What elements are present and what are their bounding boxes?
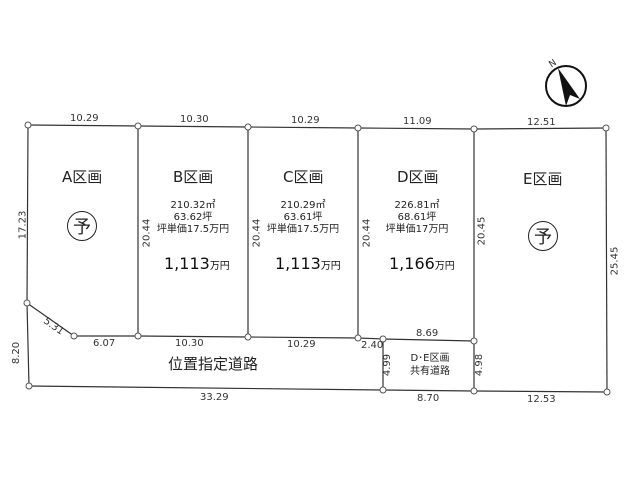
dim-bottom-e: 12.53 xyxy=(527,394,556,405)
lot-d-title: D区画 xyxy=(397,168,439,186)
dim-top-d: 11.09 xyxy=(403,116,432,127)
lot-b-price: 1,113万円 xyxy=(164,254,230,273)
lot-b-info: 210.32㎡ 63.62坪 坪単価17.5万円 xyxy=(148,200,238,236)
lot-b-title: B区画 xyxy=(173,168,214,186)
lot-b-area-m2: 210.32㎡ xyxy=(170,200,216,211)
dim-right-e: 25.45 xyxy=(609,246,621,276)
lot-e-title: E区画 xyxy=(523,170,563,188)
lot-c-area-tsubo: 63.61坪 xyxy=(283,212,323,223)
lot-d-info: 226.81㎡ 68.61坪 坪単価17万円 xyxy=(372,200,462,236)
dim-road-bottom: 33.29 xyxy=(200,392,229,403)
lot-d-price: 1,166万円 xyxy=(389,254,455,273)
dim-bottom-d: 8.69 xyxy=(416,328,439,339)
dim-shared-bottom: 8.70 xyxy=(417,393,440,404)
dim-top-e: 12.51 xyxy=(527,117,556,128)
dim-bottom-b: 10.30 xyxy=(175,338,204,349)
shared-road-label: D･E区画 共有道路 xyxy=(410,353,450,377)
reserved-badge-e: 予 xyxy=(528,221,558,251)
lot-c-area-m2: 210.29㎡ xyxy=(280,200,326,211)
dim-shared-left: 4.99 xyxy=(382,353,394,377)
lot-d-area-m2: 226.81㎡ xyxy=(394,200,440,211)
lot-b-area-tsubo: 63.62坪 xyxy=(173,212,213,223)
lot-d-unit-price: 坪単価17万円 xyxy=(385,224,449,235)
dim-top-b: 10.30 xyxy=(180,114,209,125)
dim-road-left: 8.20 xyxy=(11,341,23,365)
lot-d-area-tsubo: 68.61坪 xyxy=(397,212,437,223)
dim-left-a: 17.23 xyxy=(17,210,29,240)
dim-shared-right: 4.98 xyxy=(474,353,486,377)
lot-a-title: A区画 xyxy=(62,168,103,186)
dim-side-de: 20.45 xyxy=(476,216,488,246)
dim-side-cd: 20.44 xyxy=(361,218,373,248)
road-label: 位置指定道路 xyxy=(168,355,259,373)
lot-b-unit-price: 坪単価17.5万円 xyxy=(156,224,230,235)
north-arrow-icon xyxy=(545,65,587,107)
dim-bottom-a: 6.07 xyxy=(93,338,116,349)
lot-c-info: 210.29㎡ 63.61坪 坪単価17.5万円 xyxy=(258,200,348,236)
lot-c-price: 1,113万円 xyxy=(275,254,341,273)
lot-c-title: C区画 xyxy=(283,168,324,186)
dim-top-a: 10.29 xyxy=(70,113,99,124)
dim-bottom-c: 10.29 xyxy=(287,339,316,350)
lot-c-unit-price: 坪単価17.5万円 xyxy=(266,224,340,235)
reserved-badge-a: 予 xyxy=(67,211,97,241)
dim-top-c: 10.29 xyxy=(291,115,320,126)
dim-bottom-d-step: 2.40 xyxy=(361,340,384,351)
